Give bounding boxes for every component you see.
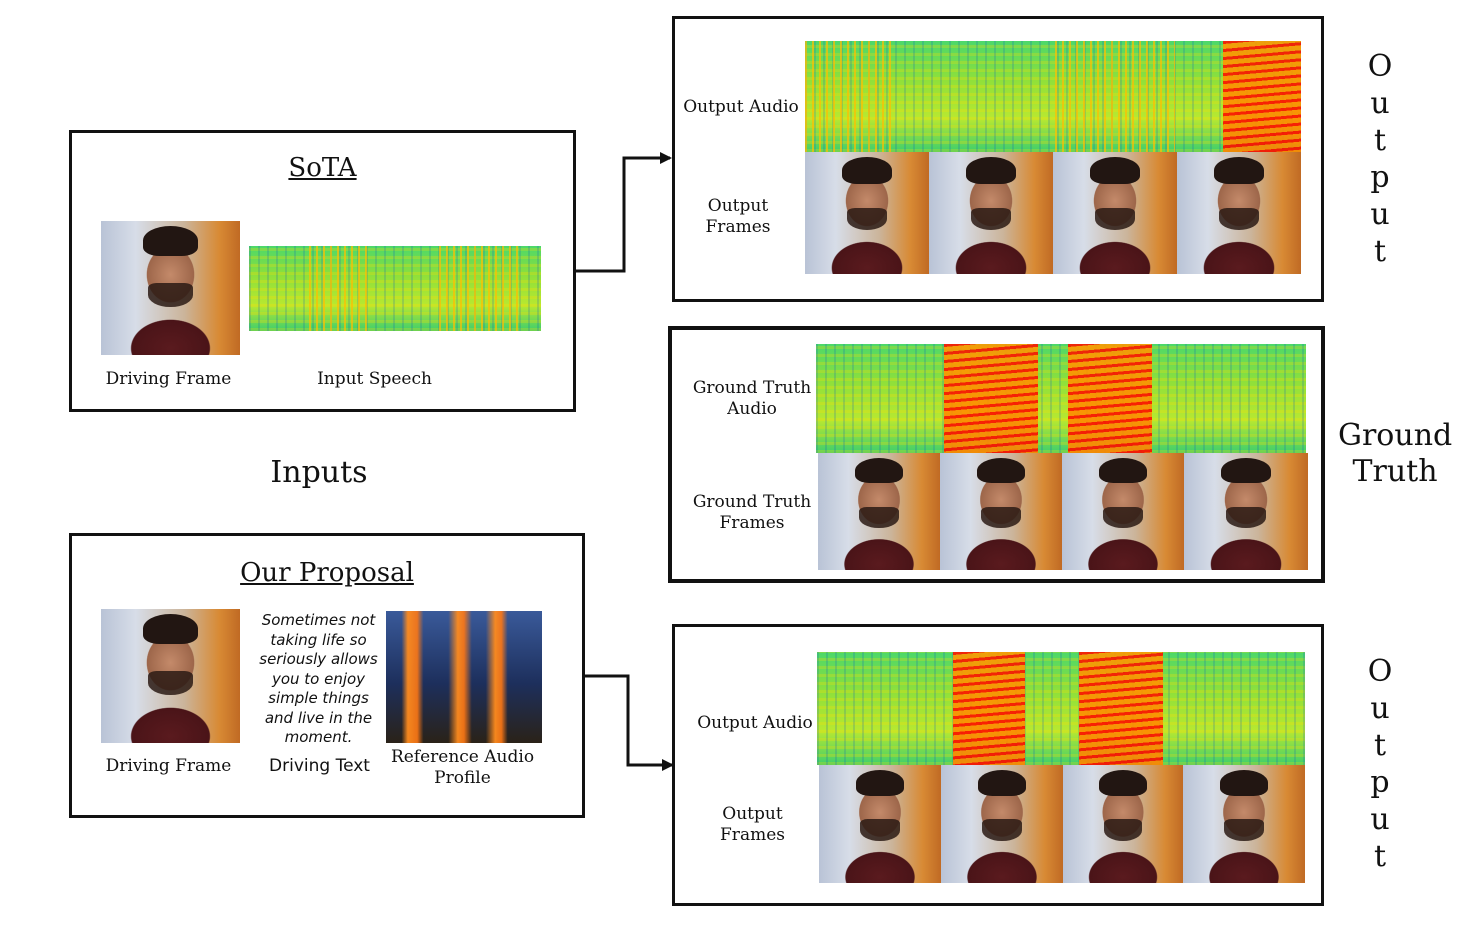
proposal-driving-frame-label: Driving Frame <box>105 756 232 776</box>
proposal-input-box: Our Proposal Sometimes not taking life s… <box>69 533 585 818</box>
sota-input-speech-label: Input Speech <box>317 369 432 389</box>
ground-truth-side-label: Ground Truth <box>1338 418 1453 489</box>
proposal-to-output-arrow <box>584 674 674 771</box>
vertical-letter: u <box>1370 802 1390 837</box>
reference-audio-spectrogram <box>386 611 542 743</box>
proposal-driving-frame-image <box>101 609 240 743</box>
proposal-output-audio-label: Output Audio <box>697 713 813 733</box>
sota-input-box: SoTA Driving Frame Input Speech <box>69 130 576 412</box>
ground-truth-audio-spectrogram <box>816 344 1306 453</box>
vertical-letter: u <box>1370 197 1390 232</box>
sota-output-box: Output Audio Output Frames <box>672 16 1324 302</box>
ground-truth-frames-label: Ground Truth Frames <box>692 492 812 533</box>
vertical-letter: p <box>1370 765 1390 800</box>
video-frame <box>1184 453 1308 570</box>
vertical-letter: p <box>1370 160 1390 195</box>
vertical-letter: t <box>1373 839 1387 874</box>
vertical-letter: t <box>1373 234 1387 269</box>
ground-truth-frames-strip <box>818 453 1308 570</box>
vertical-letter: t <box>1373 123 1387 158</box>
proposal-output-frames-label: Output Frames <box>720 804 785 845</box>
sota-output-frames-strip <box>805 152 1301 274</box>
reference-audio-label: Reference Audio Profile <box>390 747 535 788</box>
video-frame <box>1063 765 1183 883</box>
sota-input-speech-spectrogram <box>249 246 541 331</box>
video-frame <box>818 453 940 570</box>
video-frame <box>940 453 1062 570</box>
proposal-output-box: Output Audio Output Frames <box>672 624 1324 906</box>
proposal-title: Our Proposal <box>240 558 414 588</box>
sota-output-audio-label: Output Audio <box>683 97 799 117</box>
vertical-letter: u <box>1370 691 1390 726</box>
proposal-driving-text: Sometimes not taking life so seriously a… <box>259 611 378 746</box>
proposal-driving-text-label: Driving Text <box>269 756 370 776</box>
vertical-letter: O <box>1367 49 1393 84</box>
vertical-letter: u <box>1370 86 1390 121</box>
proposal-output-audio-spectrogram <box>817 652 1305 765</box>
video-frame <box>1183 765 1305 883</box>
video-frame <box>929 152 1053 274</box>
video-frame <box>1053 152 1177 274</box>
vertical-letter: O <box>1367 654 1393 689</box>
video-frame <box>819 765 941 883</box>
video-frame <box>1062 453 1184 570</box>
ground-truth-audio-label: Ground Truth Audio <box>692 378 812 419</box>
inputs-label: Inputs <box>270 455 368 490</box>
proposal-output-frames-strip <box>819 765 1305 883</box>
video-frame <box>941 765 1063 883</box>
sota-title: SoTA <box>288 153 357 183</box>
sota-to-output-arrow <box>575 152 672 273</box>
sota-driving-frame-image <box>101 221 240 355</box>
sota-driving-frame-label: Driving Frame <box>105 369 232 389</box>
ground-truth-box: Ground Truth Audio Ground Truth Frames <box>668 326 1325 583</box>
sota-output-audio-spectrogram <box>805 41 1301 152</box>
video-frame <box>805 152 929 274</box>
sota-output-frames-label: Output Frames <box>705 196 771 237</box>
video-frame <box>1177 152 1301 274</box>
vertical-letter: t <box>1373 728 1387 763</box>
